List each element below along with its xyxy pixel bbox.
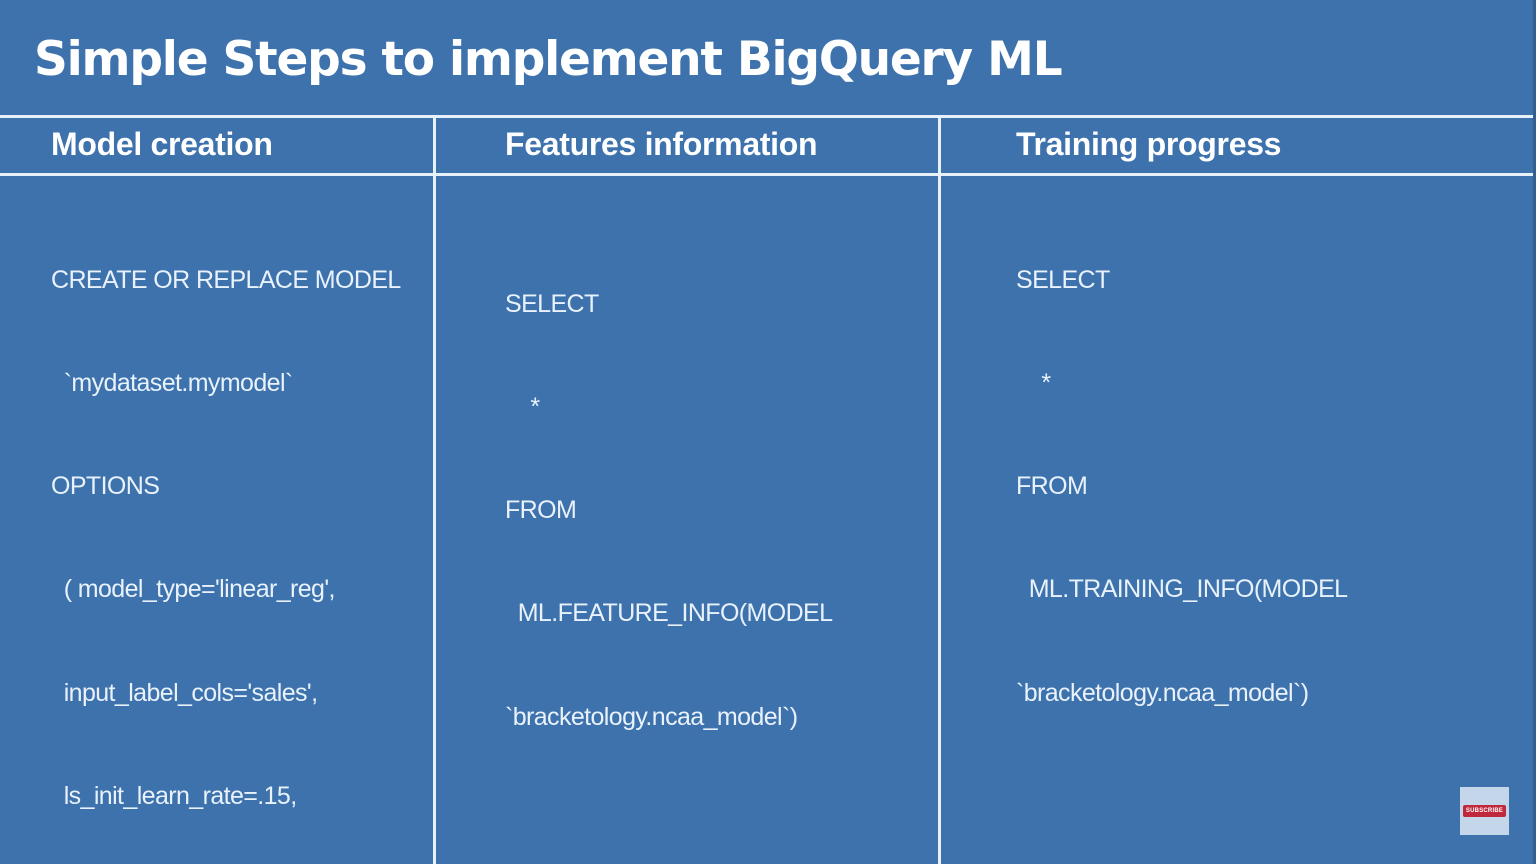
code-line: FROM: [1016, 472, 1088, 501]
code-line: *: [505, 393, 540, 422]
code-line: OPTIONS: [51, 472, 160, 501]
column-divider-2: [938, 116, 941, 864]
right-edge: [1533, 0, 1536, 864]
code-line: CREATE OR REPLACE MODEL: [51, 265, 401, 294]
column-header-training-progress: Training progress: [1016, 126, 1282, 162]
code-line: `mydataset.mymodel`: [51, 369, 294, 398]
subscribe-button[interactable]: SUBSCRIBE: [1460, 787, 1509, 835]
code-line: ML.FEATURE_INFO(MODEL: [505, 599, 833, 628]
code-line: *: [1016, 369, 1051, 398]
column-header-model-creation: Model creation: [51, 126, 273, 162]
code-line: `bracketology.ncaa_model`): [1016, 678, 1309, 707]
code-line: ML.TRAINING_INFO(MODEL: [1016, 575, 1348, 604]
code-line: SELECT: [505, 289, 599, 318]
code-line: input_label_cols='sales',: [51, 678, 318, 707]
code-line: ( model_type='linear_reg',: [51, 575, 336, 604]
features-information-code: SELECT * FROM ML.FEATURE_INFO(MODEL `bra…: [505, 218, 833, 803]
model-creation-code: CREATE OR REPLACE MODEL `mydataset.mymod…: [51, 194, 401, 864]
code-line: SELECT: [1016, 265, 1110, 294]
slide-title: Simple Steps to implement BigQuery ML: [34, 32, 1063, 87]
table-header-divider: [0, 173, 1536, 176]
column-header-features-information: Features information: [505, 126, 818, 162]
column-divider-1: [433, 116, 436, 864]
table-top-border: [0, 115, 1536, 118]
subscribe-label: SUBSCRIBE: [1462, 805, 1507, 817]
code-line: FROM: [505, 496, 577, 525]
training-progress-code: SELECT * FROM ML.TRAINING_INFO(MODEL `br…: [1016, 194, 1348, 779]
code-line: `bracketology.ncaa_model`): [505, 702, 798, 731]
code-line: ls_init_learn_rate=.15,: [51, 781, 298, 810]
